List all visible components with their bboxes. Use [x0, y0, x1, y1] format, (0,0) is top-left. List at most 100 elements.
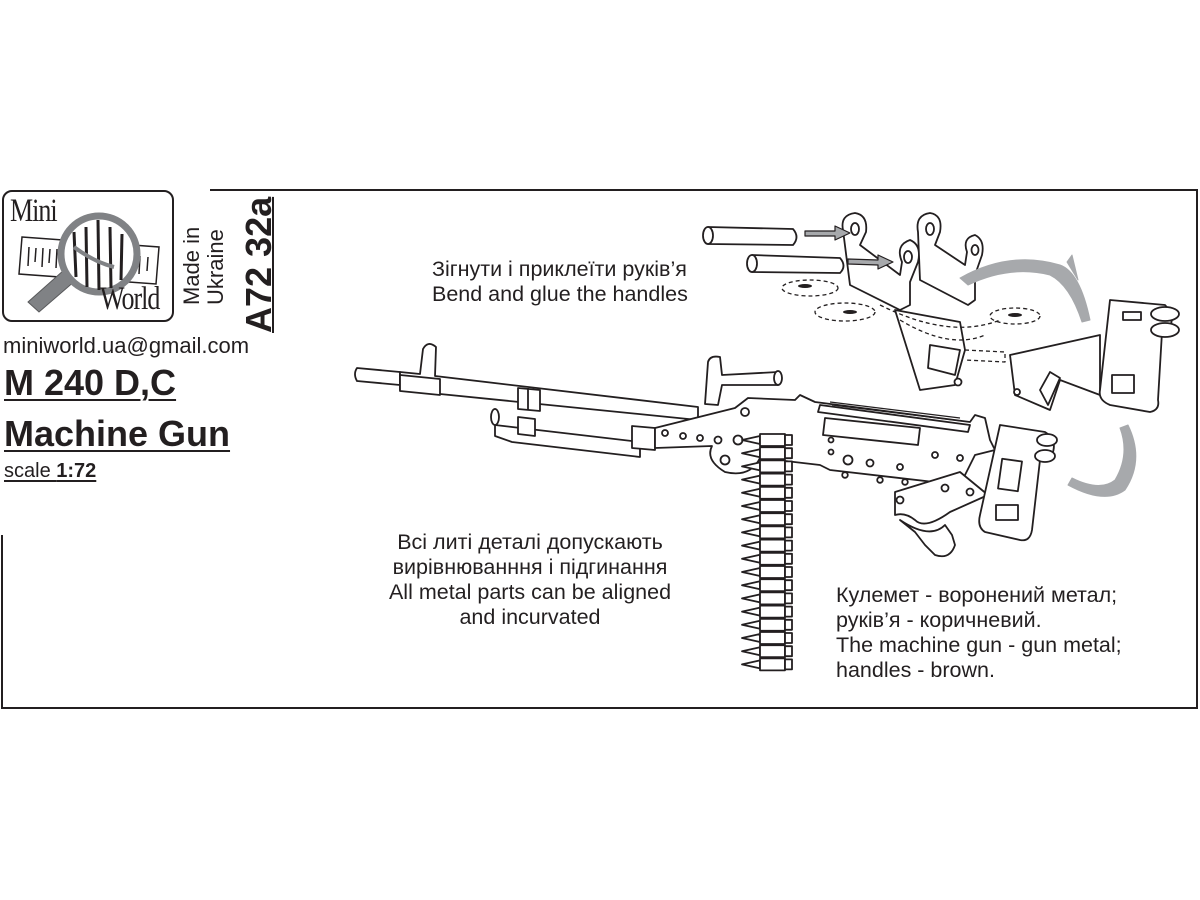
round-tip — [741, 606, 761, 617]
product-title-line1: M 240 D,C — [4, 362, 177, 403]
belt-round — [741, 538, 793, 553]
magnifier-logo-icon — [18, 212, 160, 313]
belt-round — [741, 604, 793, 619]
round-case — [759, 631, 786, 645]
note-metal-parts: Всі литі деталі допускають вирівнюванння… — [360, 530, 700, 630]
round-tip — [741, 593, 761, 604]
note-metal-en-2: and incurvated — [459, 605, 601, 629]
round-tip — [741, 567, 761, 577]
belt-round — [741, 499, 793, 513]
belt-link — [784, 658, 793, 671]
belt-link — [784, 592, 793, 605]
round-case — [759, 525, 786, 540]
round-case — [759, 538, 786, 553]
feed-cover-exploded — [1009, 299, 1180, 413]
belt-round — [741, 644, 793, 659]
round-tip — [741, 487, 761, 498]
contact-email[interactable]: miniworld.ua@gmail.com — [3, 333, 250, 358]
round-case — [759, 551, 786, 566]
round-case — [759, 591, 786, 606]
belt-link — [784, 552, 793, 565]
belt-link — [784, 500, 793, 512]
round-tip — [741, 501, 761, 511]
belt-round — [741, 565, 793, 579]
round-case — [759, 644, 786, 659]
handle-rod-upper — [702, 226, 798, 246]
bent-handle-bracket — [841, 212, 984, 391]
scale-label: scale 1:72 — [4, 460, 96, 483]
note-metal-en-1: All metal parts can be aligned — [388, 580, 672, 604]
belt-link — [784, 579, 793, 592]
belt-round — [741, 617, 793, 632]
gas-tube — [490, 408, 656, 458]
belt-link — [784, 513, 793, 526]
belt-link — [784, 447, 793, 460]
belt-round — [741, 657, 793, 672]
round-tip — [741, 633, 761, 643]
note-color-en-1: The machine gun - gun metal; — [836, 633, 1122, 657]
round-tip — [741, 474, 761, 485]
note-color-en-2: handles - brown. — [836, 658, 995, 682]
belt-round — [741, 472, 793, 487]
round-case — [759, 485, 786, 500]
product-title-line2: Machine Gun — [4, 413, 231, 454]
round-case — [759, 565, 786, 579]
round-case — [759, 459, 786, 474]
note-colors: Кулемет - воронений метал; руків’я - кор… — [836, 583, 1122, 683]
ammo-belt — [741, 433, 793, 672]
round-tip — [741, 527, 761, 538]
belt-link — [784, 539, 793, 552]
logo-text-world: World — [100, 280, 160, 317]
belt-link — [784, 486, 793, 499]
round-case — [759, 617, 786, 632]
round-tip — [741, 553, 761, 564]
scale-prefix: scale — [4, 460, 57, 482]
miniworld-logo: Mini World — [2, 190, 174, 322]
round-case — [759, 433, 786, 447]
barrel — [354, 343, 699, 421]
belt-link — [784, 473, 793, 486]
note-handles-en: Bend and glue the handles — [432, 282, 688, 306]
belt-round — [741, 459, 793, 474]
assembly-arrows — [959, 254, 1137, 497]
belt-round — [741, 525, 793, 540]
pistol-grip — [894, 471, 989, 558]
round-case — [759, 499, 786, 513]
note-color-ua-1: Кулемет - воронений метал; — [836, 583, 1118, 607]
insert-arrows — [804, 225, 894, 270]
note-metal-ua-2: вирівнюванння і підгинання — [392, 555, 668, 579]
scale-value: 1:72 — [56, 460, 97, 482]
belt-round — [741, 578, 793, 593]
belt-link — [784, 645, 793, 658]
receiver — [654, 394, 996, 486]
belt-round — [741, 433, 793, 447]
note-metal-ua-1: Всі литі деталі допускають — [397, 530, 663, 554]
round-tip — [741, 580, 761, 591]
belt-round — [741, 631, 793, 645]
note-handles-ua: Зігнути і приклеїти руків’я — [432, 257, 687, 281]
belt-link — [784, 566, 793, 578]
logo-text-mini: Mini — [10, 192, 58, 229]
handle-rod-lower — [746, 254, 845, 274]
round-tip — [741, 646, 761, 657]
round-tip — [741, 514, 761, 525]
round-case — [759, 578, 786, 593]
belt-link — [784, 434, 793, 446]
round-case — [759, 512, 786, 527]
belt-round — [741, 512, 793, 527]
belt-link — [784, 605, 793, 618]
belt-round — [741, 485, 793, 500]
round-case — [759, 604, 786, 619]
belt-link — [784, 460, 793, 473]
belt-link — [784, 526, 793, 539]
belt-round — [741, 446, 793, 461]
note-bend-handles: Зігнути і приклеїти руків’я Bend and glu… — [432, 257, 688, 307]
spade-grip — [978, 424, 1058, 542]
belt-round — [741, 551, 793, 566]
belt-round — [741, 591, 793, 606]
round-case — [759, 657, 786, 672]
carrying-handle — [704, 355, 783, 406]
belt-link — [784, 618, 793, 631]
